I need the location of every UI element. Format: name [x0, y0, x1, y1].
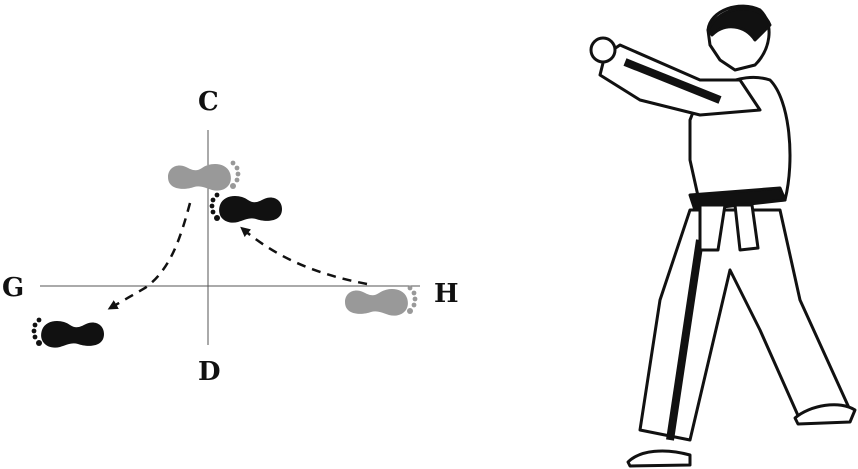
label-d: D	[198, 357, 221, 387]
dashed-arrow-to-top	[240, 226, 368, 286]
dashed-arrow-to-left	[107, 202, 192, 310]
label-h: H	[434, 279, 459, 309]
footprint-black-left-icon	[31, 317, 104, 348]
footprint-gray-right-icon	[345, 285, 418, 316]
footprint-gray-top-icon	[168, 160, 241, 191]
label-g: G	[2, 273, 24, 303]
label-c: C	[198, 87, 219, 117]
martial-artist-stance-icon	[589, 4, 857, 468]
footprint-black-top-icon	[209, 192, 282, 223]
